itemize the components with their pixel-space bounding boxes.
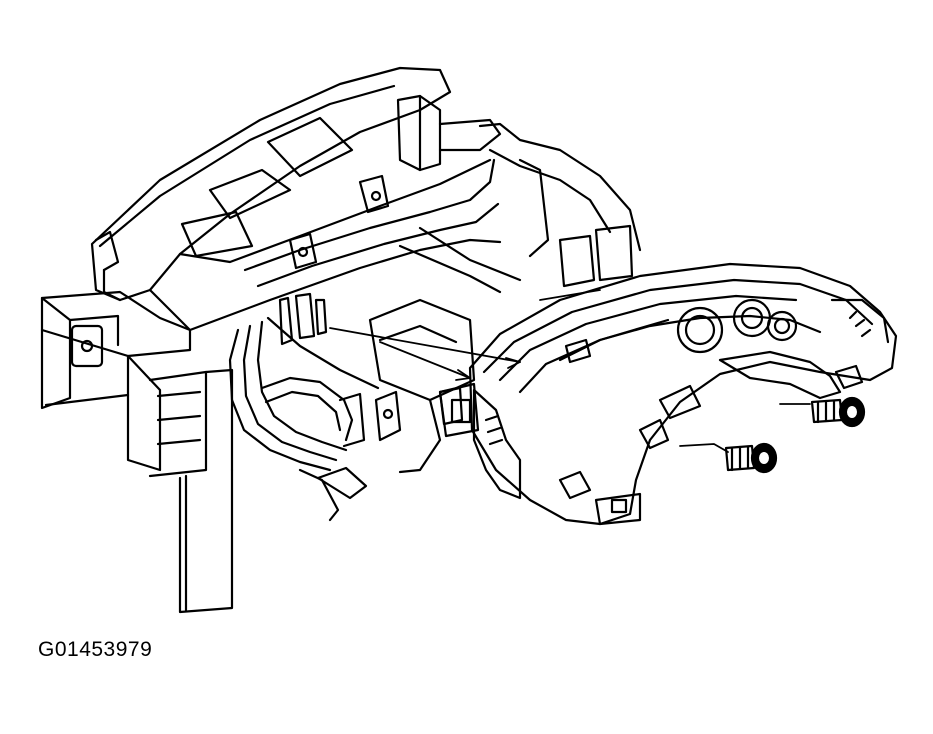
cross-car-beam bbox=[245, 96, 640, 292]
wiring-harness bbox=[230, 294, 378, 520]
mounting-screw-upper bbox=[812, 398, 864, 426]
line-art-illustration bbox=[0, 0, 933, 620]
leader-lines bbox=[330, 290, 810, 452]
left-body-panel bbox=[42, 292, 232, 612]
mounting-screw-lower bbox=[726, 444, 776, 472]
instrument-cluster bbox=[440, 264, 896, 524]
instrument-panel-carrier bbox=[92, 68, 500, 330]
figure-id-label: G01453979 bbox=[38, 638, 153, 661]
center-duct-area bbox=[340, 300, 474, 472]
